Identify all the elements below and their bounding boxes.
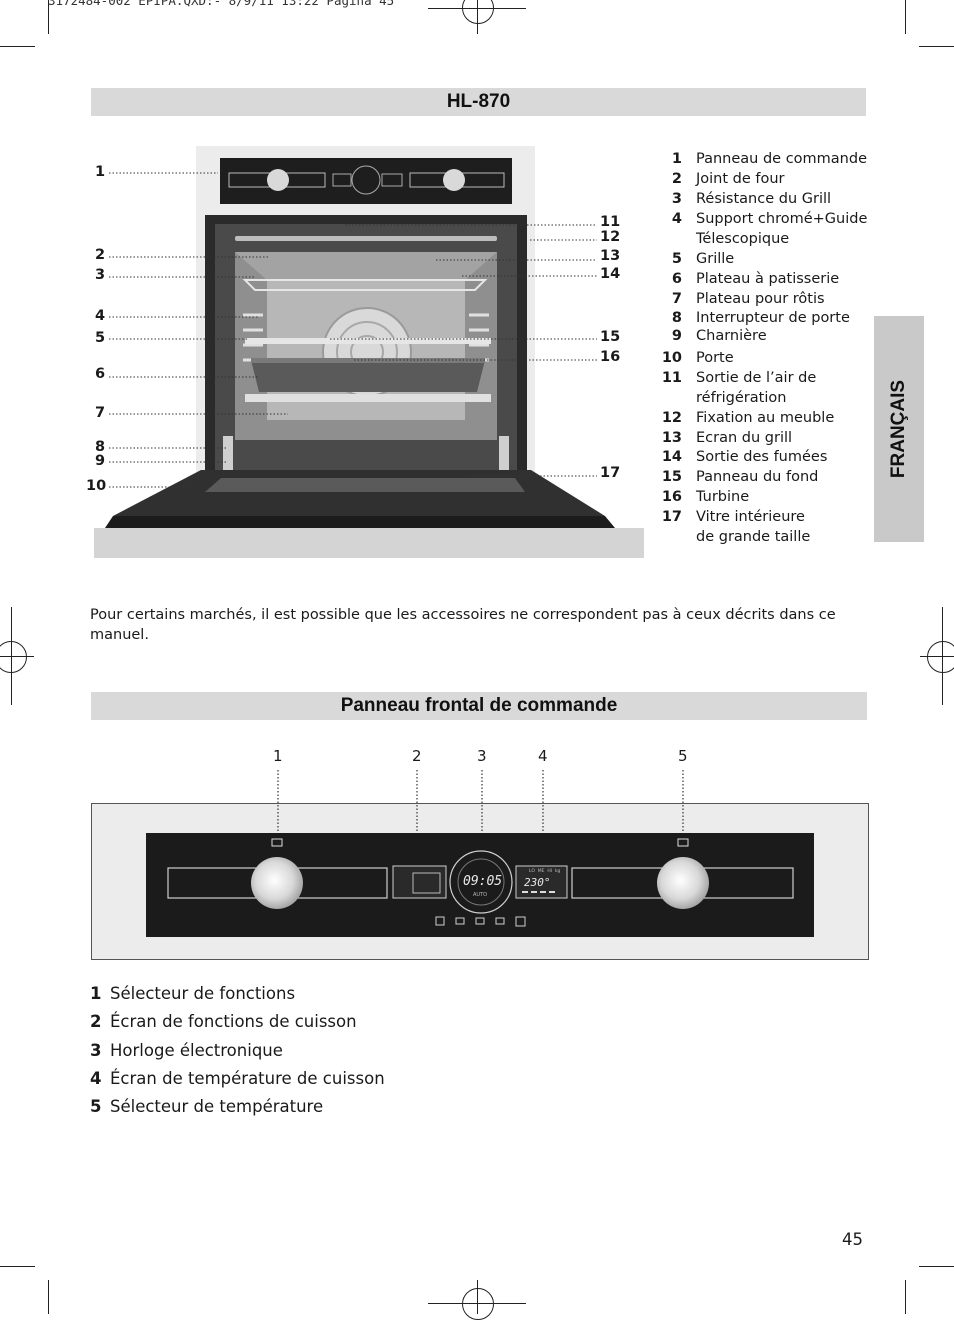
panel-label-3: 3 (477, 747, 487, 765)
section-title: HL-870 (446, 91, 511, 112)
oven-illustration (94, 146, 644, 558)
temperature-levels: LO ME HI kg (529, 869, 561, 874)
page-number: 45 (842, 1230, 863, 1249)
oven-callout-6: 6 (95, 366, 106, 382)
oven-callout-14: 14 (600, 266, 621, 282)
oven-callout-1: 1 (95, 164, 106, 180)
control-panel-illustration (146, 770, 814, 937)
oven-callout-3: 3 (95, 267, 106, 283)
oven-callout-15: 15 (600, 329, 621, 345)
panel-title: Panneau frontal de commande (340, 695, 618, 716)
section-title-bar: HL-870 (91, 88, 866, 116)
oven-callout-9: 9 (95, 453, 106, 469)
oven-callout-5: 5 (95, 330, 106, 346)
panel-label-2: 2 (412, 747, 422, 765)
oven-callout-13: 13 (600, 248, 621, 264)
panel-label-1: 1 (273, 747, 283, 765)
oven-callout-10: 10 (86, 478, 107, 494)
oven-callout-16: 16 (600, 349, 621, 365)
panel-label-5: 5 (678, 747, 688, 765)
oven-callout-12: 12 (600, 229, 621, 245)
language-tab-label: FRANÇAIS (888, 379, 909, 479)
oven-callout-7: 7 (95, 405, 106, 421)
oven-leader-lines (109, 172, 597, 488)
clock-auto-label: AUTO (473, 892, 488, 898)
panel-title-bar: Panneau frontal de commande (91, 692, 867, 720)
accessories-note: Pour certains marchés, il est possible q… (90, 607, 836, 643)
panel-label-4: 4 (538, 747, 548, 765)
clock-display: 09:05 (463, 874, 503, 889)
temperature-display: 230° (524, 876, 551, 889)
oven-callout-4: 4 (95, 308, 106, 324)
oven-callout-17: 17 (600, 465, 621, 481)
language-side-tab: FRANÇAIS (874, 316, 924, 542)
oven-callout-11: 11 (600, 214, 621, 230)
printer-slug: 3172484-002 EPIPA.QXD:- 8/9/11 13:22 Pag… (48, 0, 395, 8)
oven-callout-8: 8 (95, 439, 106, 455)
oven-callout-2: 2 (95, 247, 106, 263)
